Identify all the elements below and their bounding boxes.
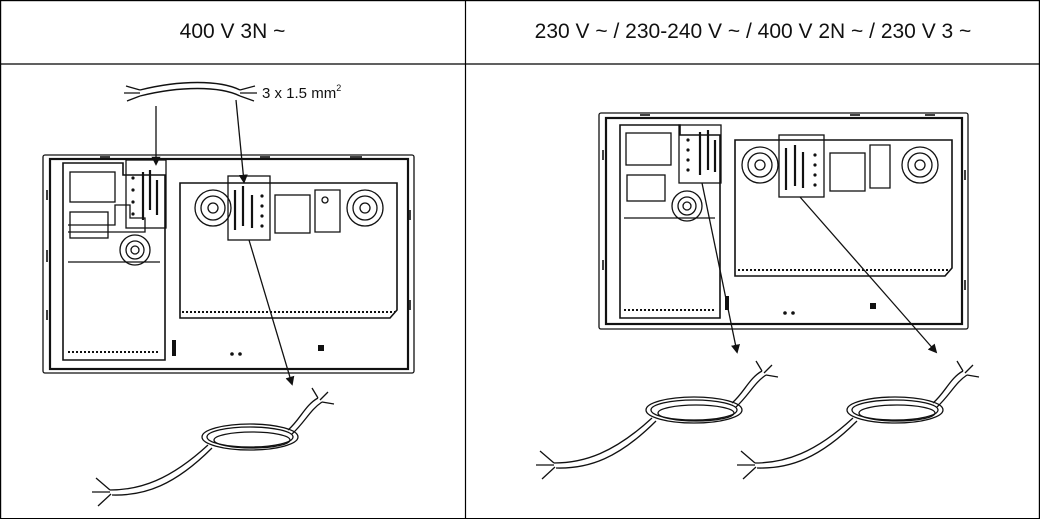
left-input-cable xyxy=(124,81,295,386)
header-400v-3n: 400 V 3N ~ xyxy=(179,20,286,43)
right-hob-unit xyxy=(598,112,969,330)
right-output-coil-1 xyxy=(536,360,779,480)
wire-size-label: 3 x 1.5 mm2 xyxy=(262,83,341,102)
right-output-arrows xyxy=(701,182,938,354)
left-output-coil xyxy=(92,387,335,507)
header-230v-variants: 230 V ~ / 230-240 V ~ / 400 V 2N ~ / 230… xyxy=(534,20,972,43)
left-hob-unit xyxy=(42,154,415,374)
right-output-coil-2 xyxy=(737,360,980,480)
